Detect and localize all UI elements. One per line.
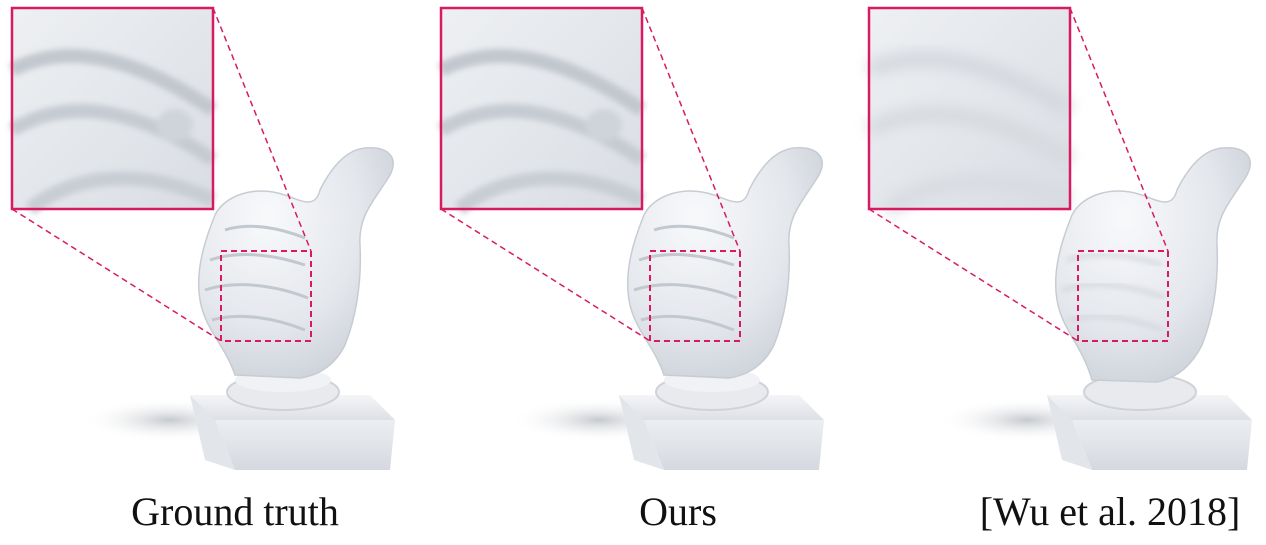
pedestal-front — [1072, 420, 1252, 470]
comparison-figure — [8, 6, 1252, 470]
leader-line — [11, 208, 222, 342]
leader-line — [212, 7, 312, 252]
zoom-region — [220, 250, 312, 342]
hand-sculpt — [1054, 147, 1251, 383]
pedestal-side — [619, 395, 664, 470]
panel-wu-2018 — [865, 6, 1252, 470]
panel-ground-truth — [8, 6, 395, 470]
caption-wu-2018: [Wu et al. 2018] — [979, 489, 1241, 534]
panel-ours — [437, 6, 824, 470]
leader-line — [868, 208, 1079, 342]
caption-ground-truth: Ground truth — [131, 489, 339, 534]
zoom-region — [1077, 250, 1169, 342]
caption-ours: Ours — [639, 489, 717, 534]
pedestal-front — [644, 420, 824, 470]
leader-line — [440, 208, 651, 342]
zoom-region — [649, 250, 741, 342]
pedestal-side — [1047, 395, 1092, 470]
leader-line — [641, 7, 741, 252]
pedestal-side — [190, 395, 235, 470]
leader-line — [1069, 7, 1169, 252]
pedestal-front — [215, 420, 395, 470]
